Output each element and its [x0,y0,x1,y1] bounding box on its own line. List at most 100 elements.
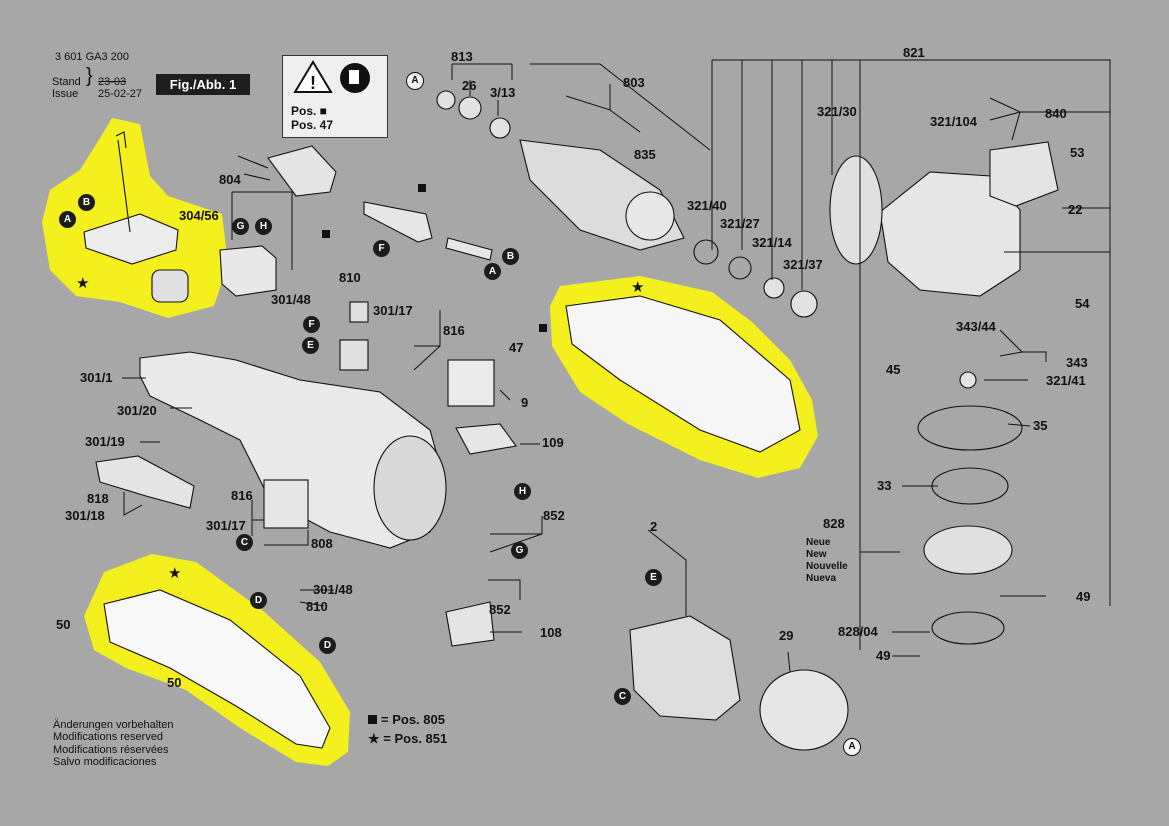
svg-text:!: ! [310,73,316,93]
callout-816-top: 816 [443,323,465,338]
date-new: 25-02-27 [98,88,143,100]
callout-54: 54 [1075,296,1090,311]
callout-321-30: 321/30 [817,104,857,119]
callout-321-40: 321/40 [687,198,727,213]
callout-835: 835 [634,147,656,162]
marker-a: A [484,263,501,280]
marker-a: A [59,211,76,228]
callout-816-bottom: 816 [231,488,253,503]
callout-22: 22 [1068,202,1083,217]
callout-810-top: 810 [339,270,361,285]
date-old: 23-03 [98,76,127,88]
leader-lines [122,59,1111,673]
star-symbol: ★ [76,275,90,292]
callout-47: 47 [509,340,524,355]
callout-804: 804 [219,172,241,187]
callout-803: 803 [623,75,645,90]
callout-818: 818 [87,491,109,506]
callout-301-17-bottom: 301/17 [206,518,246,533]
callout-852-bottom: 852 [489,602,511,617]
marker-d: D [250,592,267,609]
callout-321-27: 321/27 [720,216,760,231]
callout-321-37: 321/37 [783,257,823,272]
star-symbol: ★ [631,279,645,296]
callout-301-17-top: 301/17 [373,303,413,318]
marker-d: D [319,637,336,654]
marker-h: H [514,483,531,500]
square-symbol [418,184,426,192]
square-symbol [368,715,377,724]
warning-pos-2: Pos. 47 [291,118,334,132]
callout-828-04: 828/04 [838,624,878,639]
warning-pos-1: Pos. ■ [291,104,327,118]
parts-drawing [83,90,1059,751]
lang-new: New [806,549,827,560]
marker-c: C [614,688,631,705]
callout-49-bottom: 49 [876,648,891,663]
callout-304-56: 304/56 [179,208,219,223]
callout-301-20: 301/20 [117,403,157,418]
note-en: Modifications reserved [53,731,164,744]
callout-35: 35 [1033,418,1048,433]
callout-321-41: 321/41 [1046,373,1086,388]
brace-glyph: } [86,65,93,87]
callout-45: 45 [886,362,901,377]
square-symbol [539,324,547,332]
issue-label: Issue [52,88,79,100]
legend-star: ★ = Pos. 851 [368,731,447,747]
callout-50-top: 50 [56,617,71,632]
legend-star-text: = Pos. 851 [383,731,448,746]
marker-c: C [236,534,253,551]
legend-square-text: = Pos. 805 [381,712,445,727]
callout-321-104: 321/104 [930,114,977,129]
note-fr: Modifications réservées [53,743,169,756]
stand-label: Stand [52,76,81,88]
callout-53: 53 [1070,145,1085,160]
callout-2: 2 [650,519,658,534]
legend-square: = Pos. 805 [368,712,445,727]
callout-3-13: 3/13 [490,85,516,100]
marker-h: H [255,218,272,235]
callout-840: 840 [1045,106,1067,121]
callout-821: 821 [903,45,925,60]
warning-box: ! Pos. ■ Pos. 47 [282,55,388,138]
modification-notes: Änderungen vorbehalten Modifications res… [53,719,173,768]
callout-108: 108 [540,625,562,640]
lang-nouvelle: Nouvelle [806,561,848,572]
callout-50-bottom: 50 [167,675,182,690]
callout-29: 29 [779,628,794,643]
marker-e: E [645,569,662,586]
figure-label: Fig./Abb. 1 [156,74,250,95]
callout-301-48-bottom: 301/48 [313,582,353,597]
callout-26: 26 [462,78,477,93]
marker-a: A [843,738,861,756]
callout-343-44: 343/44 [956,319,996,334]
callout-33: 33 [877,478,892,493]
marker-g: G [511,542,528,559]
callout-301-48-top: 301/48 [271,292,311,307]
callout-813: 813 [451,49,473,64]
callout-301-18: 301/18 [65,508,105,523]
doc-number: 3 601 GA3 200 [55,51,130,63]
lang-neue: Neue [806,537,831,548]
marker-f: F [303,316,320,333]
callout-828: 828 [823,516,845,531]
star-symbol: ★ [368,731,384,746]
marker-b: B [502,248,519,265]
callout-301-19: 301/19 [85,434,125,449]
star-symbol: ★ [168,565,182,582]
callout-343: 343 [1066,355,1088,370]
callout-301-1: 301/1 [80,370,113,385]
warning-icon: ! [293,60,370,93]
callout-321-14: 321/14 [752,235,792,250]
callout-109: 109 [542,435,564,450]
marker-g: G [232,218,249,235]
callout-9: 9 [521,395,529,410]
callout-810-bottom: 810 [306,599,328,614]
lang-nueva: Nueva [806,573,837,584]
marker-b: B [78,194,95,211]
marker-a: A [406,72,424,90]
note-es: Salvo modificaciones [53,755,157,768]
marker-e: E [302,337,319,354]
